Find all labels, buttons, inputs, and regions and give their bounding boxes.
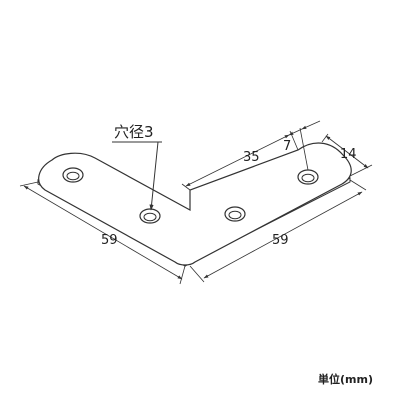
dim-right-line xyxy=(203,191,363,279)
hole-right xyxy=(297,169,319,185)
dim-width-ext-1 xyxy=(321,133,329,143)
dim-right-ext-2 xyxy=(189,265,205,283)
dim-width: 14 xyxy=(340,147,357,162)
hole-center-left xyxy=(139,208,161,224)
dim-left-length: 59 xyxy=(101,233,118,248)
dim-inner-ext-1 xyxy=(181,183,191,191)
dim-hole-edge-line xyxy=(288,128,303,136)
dim-left-line xyxy=(23,185,183,280)
dim-hole-edge-ext xyxy=(301,120,321,130)
dim-width-ext-2 xyxy=(349,164,373,177)
dim-left-ext-1 xyxy=(19,181,39,187)
dim-inner-length: 35 xyxy=(243,150,260,165)
l-bracket-plate xyxy=(38,142,352,266)
hole-left xyxy=(62,167,84,183)
unit-label: 単位(mm) xyxy=(318,372,373,386)
dim-inner-line xyxy=(185,134,290,187)
dim-left-ext-2 xyxy=(179,265,186,285)
dim-width-line xyxy=(325,135,369,169)
hole-diameter-label: 穴径3 xyxy=(114,123,154,141)
dim-hole-to-edge: 7 xyxy=(283,139,291,154)
dim-right-ext-1 xyxy=(349,179,367,191)
hole-center-right xyxy=(224,206,246,222)
dim-inner-ext-3 xyxy=(299,127,309,171)
dim-right-length: 59 xyxy=(272,233,289,248)
